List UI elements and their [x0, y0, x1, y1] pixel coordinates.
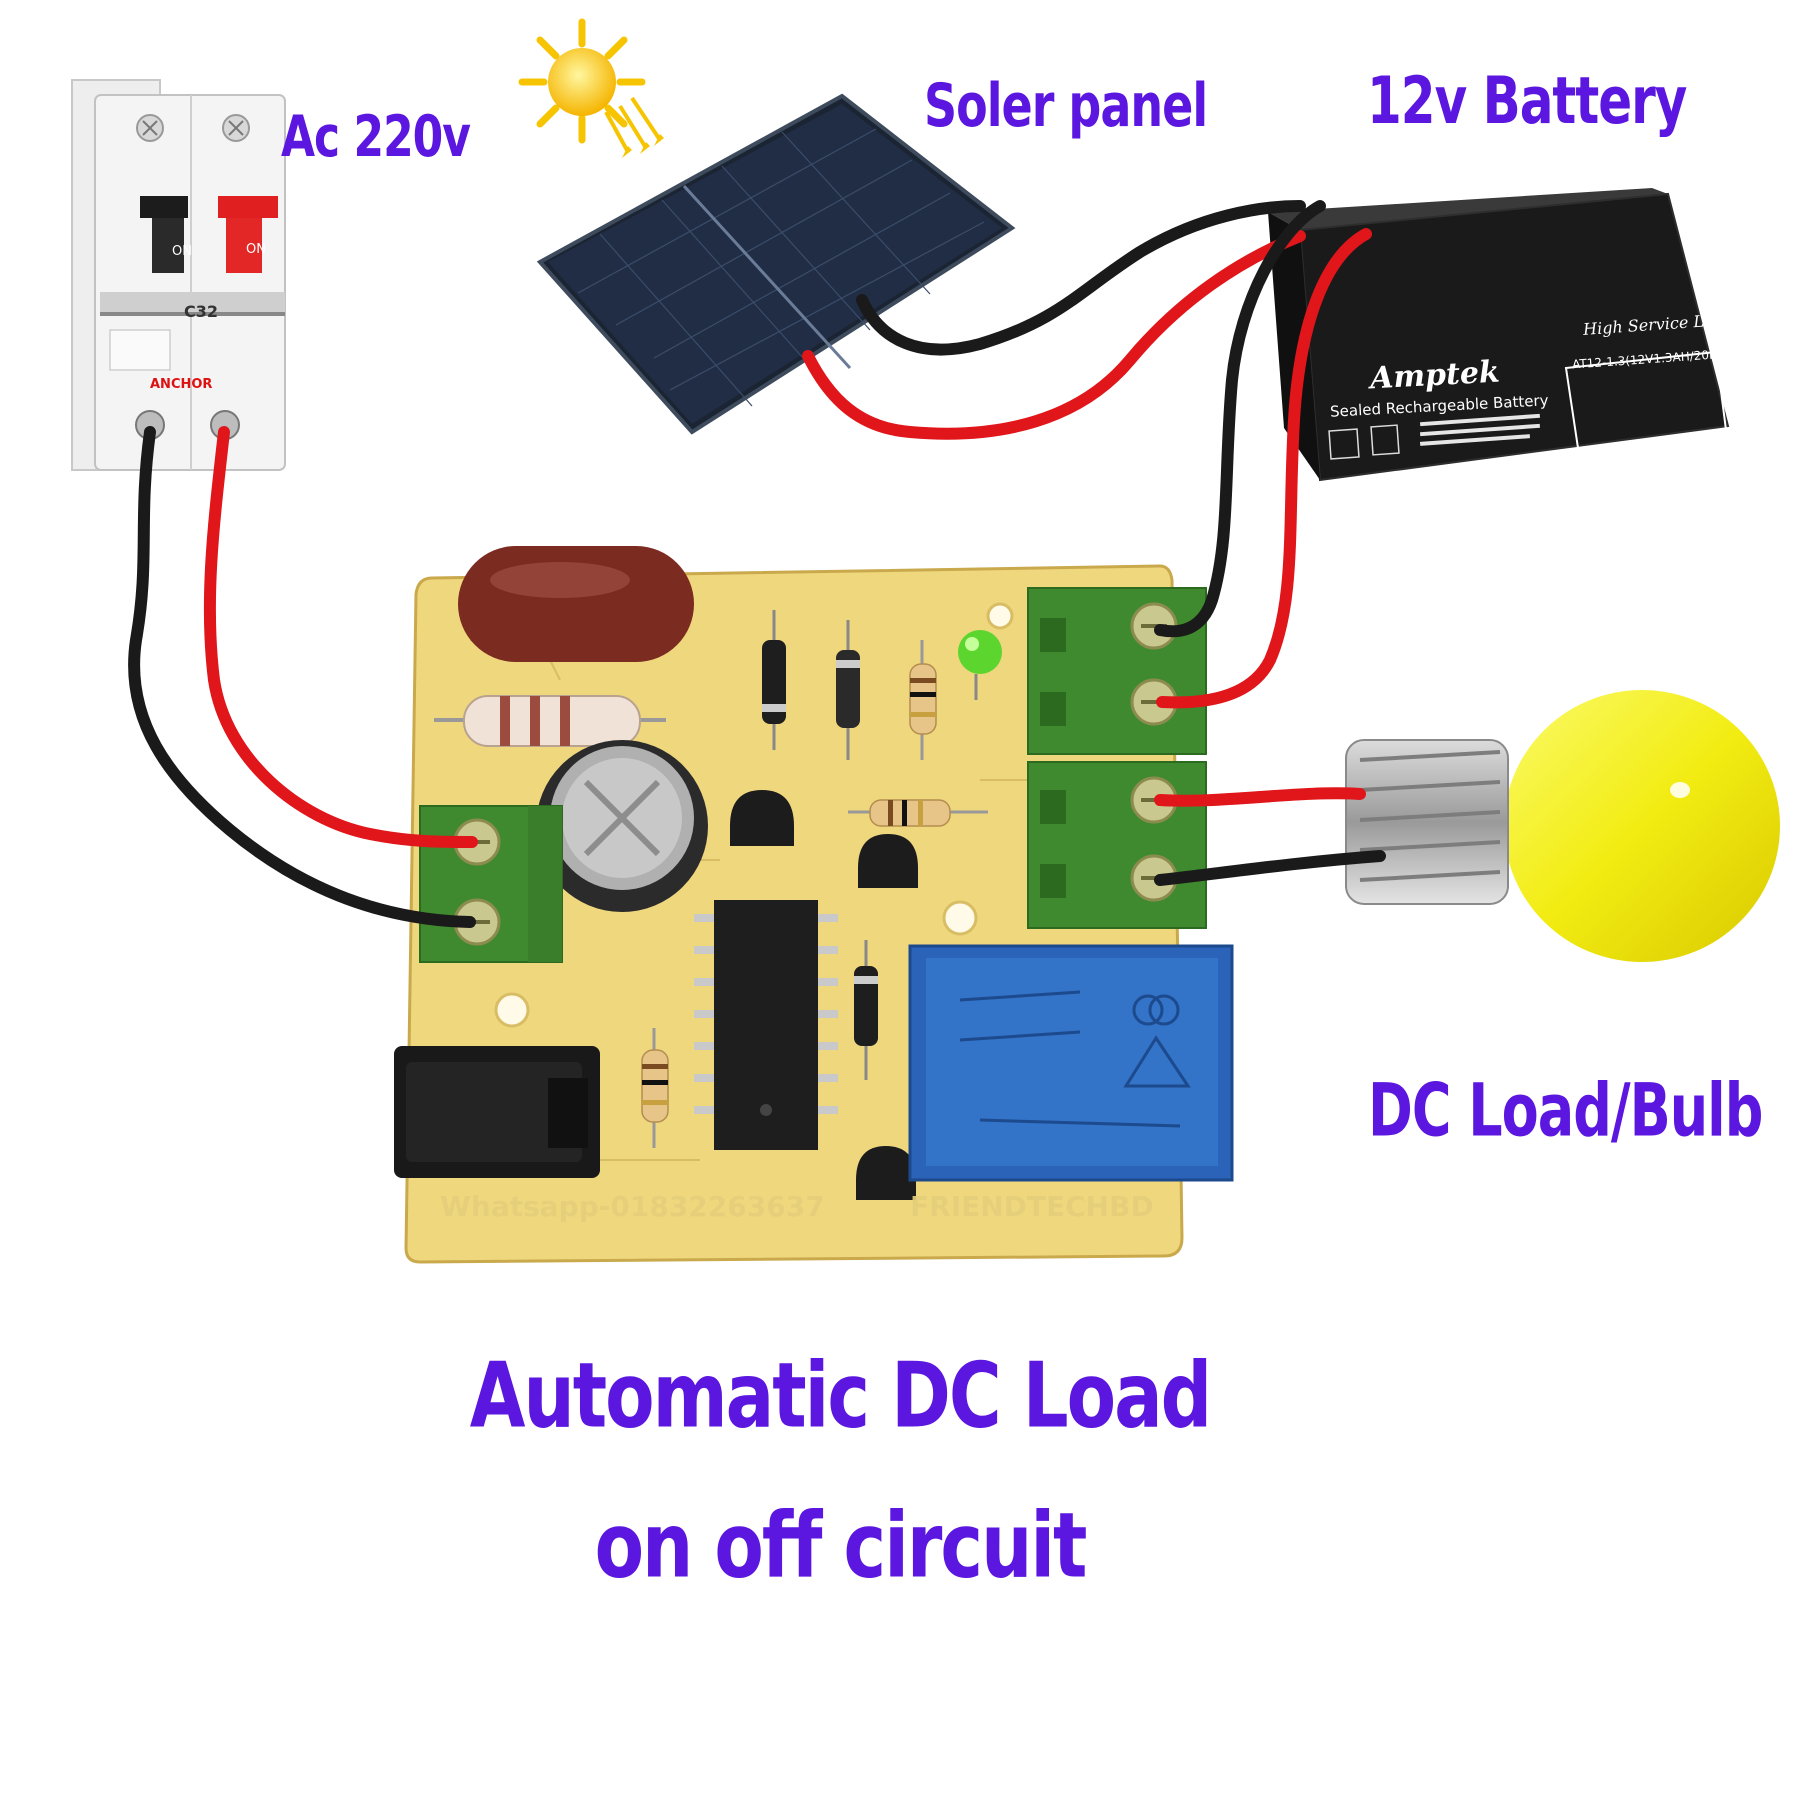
wire-ac-negative	[128, 426, 476, 928]
electrolytic-capacitor	[536, 740, 708, 912]
wire-ac-positive	[203, 426, 478, 848]
breaker-switch-label: ON	[246, 242, 266, 257]
led	[958, 630, 1002, 700]
diode	[854, 940, 878, 1080]
breaker-brand: ANCHOR	[150, 377, 213, 392]
solar-panel-label: Soler panel	[924, 70, 1208, 141]
solar-panel	[536, 93, 1016, 435]
wire-load-positive	[1154, 787, 1366, 807]
breaker-switch-label: ON	[172, 244, 192, 259]
terminal-block-load	[1027, 761, 1207, 929]
diode	[762, 610, 786, 750]
pcb-brand-print: FRIENDTECHBD	[910, 1190, 1154, 1223]
battery-brand: Amptek	[1369, 354, 1501, 397]
circuit-breaker	[71, 79, 286, 471]
relay	[908, 944, 1234, 1182]
terminal-block-battery	[1027, 587, 1207, 755]
wire-solar-positive	[802, 230, 1306, 440]
battery	[1268, 188, 1730, 482]
ac-source-label: Ac 220v	[281, 104, 471, 171]
wire-battery-positive	[1156, 228, 1372, 709]
dc-load-label: DC Load/Bulb	[1368, 1068, 1763, 1154]
pcb-whatsapp-print: Whatsapp-01832263637	[440, 1190, 825, 1223]
wire-load-negative	[1154, 850, 1386, 886]
resistor	[848, 799, 988, 827]
sun-icon	[518, 18, 664, 158]
film-capacitor	[458, 546, 694, 662]
resistor	[909, 640, 937, 760]
resistor	[641, 1028, 669, 1148]
wire-solar-negative	[856, 200, 1306, 356]
power-resistor	[434, 695, 666, 747]
breaker-model: C32	[184, 302, 219, 321]
bulb	[1345, 690, 1780, 962]
diagram-title: Automatic DC Load on off circuit	[400, 1320, 1280, 1620]
wire-battery-negative	[1154, 200, 1326, 638]
transistor	[730, 790, 918, 1200]
title-line-1: Automatic DC Load	[469, 1342, 1212, 1448]
ic-chip	[694, 900, 838, 1150]
battery-label: 12v Battery	[1367, 63, 1687, 139]
terminal-block-ac	[419, 805, 563, 963]
title-line-2: on off circuit	[594, 1492, 1088, 1598]
diode	[836, 620, 860, 760]
wires	[128, 200, 1386, 928]
dc-jack	[394, 1046, 600, 1178]
